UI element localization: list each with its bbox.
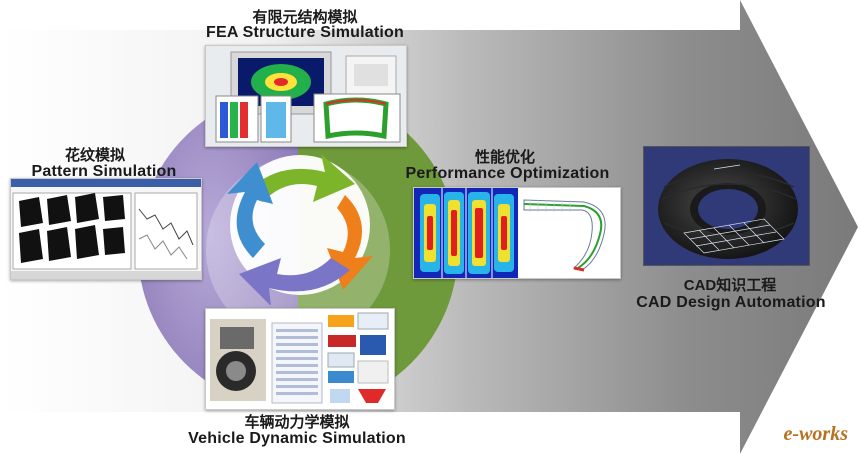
eworks-logo: e-works: [784, 423, 848, 446]
cad-label-en: CAD Design Automation: [636, 294, 826, 311]
vehicle-label-en: Vehicle Dynamic Simulation: [188, 430, 406, 447]
performance-label-zh: 性能优化: [474, 149, 535, 166]
pattern-label-en: Pattern Simulation: [31, 163, 177, 180]
pattern-simulation-image: [10, 178, 202, 280]
fea-label-zh: 有限元结构模拟: [252, 9, 358, 26]
cad-label-zh: CAD知识工程: [683, 277, 777, 294]
vehicle-dynamics-image: [205, 308, 395, 410]
fea-simulation-image: [205, 45, 407, 147]
vehicle-label-zh: 车辆动力学模拟: [244, 414, 350, 431]
performance-label-en: Performance Optimization: [405, 165, 610, 182]
eworks-logo-text: e-works: [783, 423, 848, 445]
cad-tire-image: [643, 146, 810, 266]
performance-optimization-image: [413, 187, 621, 279]
fea-label-en: FEA Structure Simulation: [205, 24, 404, 41]
pattern-label-zh: 花纹模拟: [64, 147, 125, 164]
cycle-arrows-icon: [227, 154, 373, 305]
